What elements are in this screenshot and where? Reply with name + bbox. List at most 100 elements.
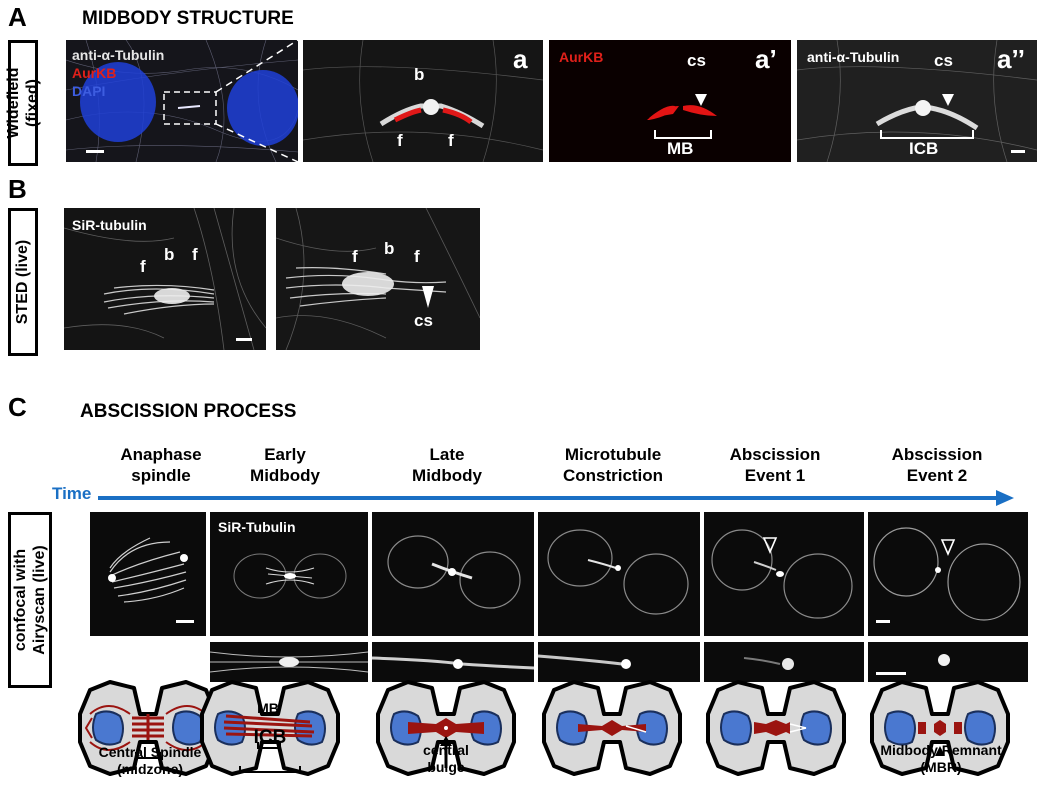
inset-a-dprime-cs-label: cs bbox=[934, 51, 953, 70]
zoom-early-midbody bbox=[210, 642, 368, 682]
inset-a-f-left-label: f bbox=[397, 131, 403, 150]
zoom-abscission-1-svg bbox=[743, 657, 794, 670]
channel-aurkb-label: AurKB bbox=[72, 65, 117, 81]
sted-image-2-svg bbox=[276, 208, 480, 350]
inset-a-dprime-icb-label: ICB bbox=[909, 139, 939, 158]
label-icb: ICB bbox=[253, 727, 287, 748]
panel-c-letter: C bbox=[8, 392, 27, 422]
sted-1-f-right: f bbox=[192, 245, 198, 264]
channel-tubulin-label: anti-α-Tubulin bbox=[72, 47, 165, 63]
scale-bar bbox=[876, 672, 906, 675]
sted-1-b: b bbox=[164, 245, 175, 264]
confocal-abscission-2 bbox=[868, 512, 1028, 636]
label-central-bulge-line2: bulge bbox=[427, 759, 465, 775]
inset-a-b-label: b bbox=[414, 65, 425, 84]
confocal-abscission-1 bbox=[704, 512, 864, 636]
sted-label-box: STED (live) bbox=[8, 208, 38, 356]
inset-a-prime-svg bbox=[647, 94, 717, 139]
zoom-late-midbody bbox=[372, 642, 534, 682]
inset-a-prime-aurkb-label: AurKB bbox=[559, 49, 604, 65]
zoom-early-svg bbox=[210, 651, 368, 673]
schematic-early-midbody bbox=[200, 680, 340, 776]
inset-a-merge: a b f f bbox=[303, 40, 543, 162]
confocal-label-line2: Airyscan (live) bbox=[31, 545, 48, 655]
sted-image-2: f b f cs bbox=[276, 208, 480, 350]
sted-2-f-right: f bbox=[414, 247, 420, 266]
zoom-abscission-2 bbox=[868, 642, 1028, 682]
inset-a-f-right-label: f bbox=[448, 131, 454, 150]
confocal-anaphase-svg bbox=[108, 537, 188, 603]
sted-label: STED (live) bbox=[14, 239, 31, 325]
confocal-abscission-2-svg bbox=[873, 527, 1021, 621]
zoom-mt-constriction bbox=[538, 642, 700, 682]
label-mb: MB bbox=[257, 700, 279, 716]
label-central-bulge-line1: central bbox=[423, 742, 469, 758]
label-central-bulge: central bulge bbox=[396, 742, 496, 776]
sted-2-f-left: f bbox=[352, 247, 358, 266]
time-arrow bbox=[98, 490, 1014, 506]
widefield-overview-image: anti-α-Tubulin AurKB DAPI bbox=[66, 40, 298, 162]
widefield-label-line1: Widefield bbox=[5, 67, 22, 139]
scale-bar bbox=[876, 620, 890, 623]
confocal-abscission-1-svg bbox=[711, 529, 853, 619]
label-central-spindle: Central Spindle (midzone) bbox=[70, 744, 230, 778]
label-midbody-remnant-line1: Midbody Remnant bbox=[880, 742, 1002, 758]
inset-a-prime-label: a’ bbox=[755, 44, 777, 74]
zoom-constriction-svg bbox=[538, 654, 631, 669]
confocal-late-midbody bbox=[372, 512, 534, 636]
inset-a-svg bbox=[303, 40, 543, 162]
confocal-anaphase bbox=[90, 512, 206, 636]
zoom-late-svg bbox=[372, 656, 534, 670]
confocal-mt-constriction bbox=[538, 512, 700, 636]
scale-bar bbox=[176, 620, 194, 623]
sted-image-1-svg bbox=[64, 208, 266, 350]
panel-b-letter: B bbox=[8, 174, 27, 204]
schematic-abscission-1 bbox=[706, 680, 846, 776]
scale-bar bbox=[236, 338, 252, 341]
panel-c-title: ABSCISSION PROCESS bbox=[80, 401, 297, 422]
sted-image-1: SiR-tubulin f b f bbox=[64, 208, 266, 350]
zoom-abscission-2-svg bbox=[938, 654, 950, 666]
abscission-schematics bbox=[78, 680, 1010, 776]
confocal-constriction-svg bbox=[547, 529, 689, 615]
confocal-early-midbody: SiR-Tubulin bbox=[210, 512, 368, 636]
time-label: Time bbox=[52, 484, 92, 503]
schematic-abscission-2 bbox=[870, 680, 1010, 776]
widefield-label: Widefield (fixed) bbox=[4, 45, 42, 161]
confocal-label: confocal with Airyscan (live) bbox=[11, 515, 49, 685]
label-central-spindle-line1: Central Spindle bbox=[98, 744, 202, 760]
inset-a-dprime-svg bbox=[797, 40, 1037, 162]
channel-dapi-label: DAPI bbox=[72, 83, 106, 99]
inset-a-prime-cs-label: cs bbox=[687, 51, 706, 70]
scale-bar bbox=[1011, 150, 1025, 153]
schematic-mt-constriction bbox=[542, 680, 682, 776]
confocal-stain-label: SiR-Tubulin bbox=[218, 519, 296, 535]
inset-a-dprime-tubulin-label: anti-α-Tubulin bbox=[807, 49, 900, 65]
schematic-late-midbody bbox=[376, 680, 516, 776]
confocal-label-line1: confocal with bbox=[12, 548, 29, 652]
sted-2-b: b bbox=[384, 239, 395, 258]
confocal-label-box: confocal with Airyscan (live) bbox=[8, 512, 52, 688]
confocal-late-svg bbox=[387, 535, 521, 609]
label-central-spindle-line2: (midzone) bbox=[116, 761, 184, 777]
widefield-overview-svg bbox=[66, 40, 298, 162]
label-midbody-remnant-line2: (MBR) bbox=[920, 759, 962, 775]
panel-a-title: MIDBODY STRUCTURE bbox=[82, 8, 294, 29]
scale-bar bbox=[86, 150, 104, 153]
confocal-early-svg bbox=[233, 553, 347, 599]
inset-a-dprime-tubulin: anti-α-Tubulin a’’ cs ICB bbox=[797, 40, 1037, 162]
label-midbody-remnant: Midbody Remnant (MBR) bbox=[866, 742, 1016, 776]
sted-1-f-left: f bbox=[140, 257, 146, 276]
inset-a-prime-aurkb: AurKB a’ cs MB bbox=[549, 40, 791, 162]
widefield-label-box: Widefield (fixed) bbox=[5, 40, 41, 166]
sted-stain-label: SiR-tubulin bbox=[72, 217, 147, 233]
inset-a-prime-mb-label: MB bbox=[667, 139, 694, 158]
inset-a-label: a bbox=[513, 44, 528, 74]
sted-2-cs: cs bbox=[414, 311, 433, 330]
